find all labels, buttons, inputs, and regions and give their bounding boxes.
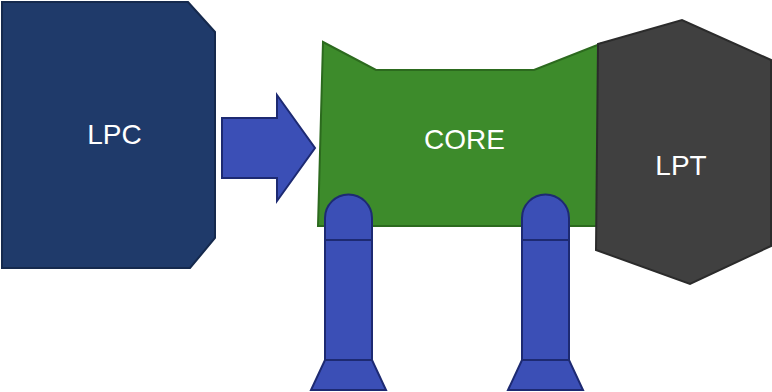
mount-leg <box>311 195 386 390</box>
node-shape <box>2 2 215 268</box>
compressor-block: LPC <box>0 0 217 270</box>
node-label: LPT <box>655 151 706 182</box>
mount-leg <box>508 194 583 390</box>
node-label: LPC <box>87 120 141 151</box>
turbine-hexagon: LPT <box>590 18 772 286</box>
block-arrow <box>222 95 315 201</box>
node-shape <box>596 20 771 284</box>
node-label: CORE <box>424 125 505 156</box>
